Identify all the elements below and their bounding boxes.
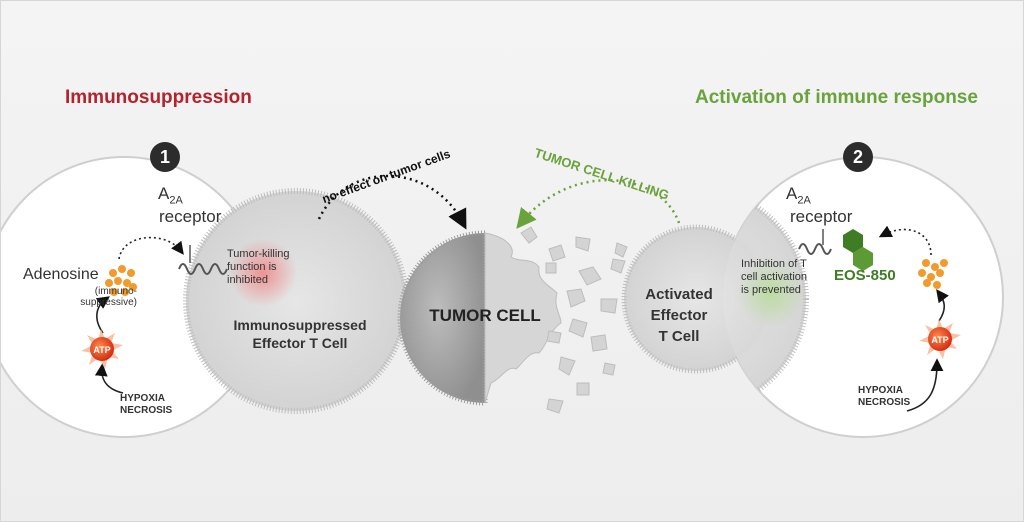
left-panel <box>1 142 409 438</box>
activated-label: Activated <box>645 286 713 303</box>
right-panel <box>621 142 1004 438</box>
tcell-label: T Cell <box>658 328 700 345</box>
eos-850-label: EOS-850 <box>834 267 896 284</box>
tumor-killing-arrow <box>516 179 681 229</box>
tcell-prevented-note: Inhibition of T cell activation is preve… <box>741 258 808 296</box>
necrosis-label-right: NECROSIS <box>858 397 911 408</box>
no-effect-label: no effect on tumor cells <box>320 147 452 207</box>
a2a-receptor-label-right: A2A <box>786 184 811 207</box>
step-1-number: 1 <box>160 147 170 167</box>
activation-title: Activation of immune response <box>695 87 978 108</box>
tumor-cell <box>397 230 562 406</box>
step-2-badge <box>843 142 873 172</box>
atp-label: ATP <box>93 345 110 355</box>
step-2-number: 2 <box>853 147 863 167</box>
adenosine-note: (immuno-suppressive) <box>80 286 137 308</box>
effector-label: Effector <box>650 307 708 324</box>
effector-tcell-label: Effector T Cell <box>252 335 348 351</box>
immunosuppression-title: Immunosuppression <box>65 87 252 108</box>
immunosuppressed-label: Immunosuppressed <box>233 317 367 333</box>
tcell-inhibited-note: Tumor-killing function is inhibited <box>227 248 290 286</box>
activation-glow <box>737 259 805 327</box>
atp-burst-icon <box>81 329 123 369</box>
receptor-word-right: receptor <box>790 207 853 226</box>
adenosine-molecules-icon <box>918 259 948 289</box>
a2a-receptor-label-left: A2A <box>158 184 183 207</box>
inhibition-glow <box>229 239 297 307</box>
atp-label: ATP <box>931 335 948 345</box>
adenosine-molecules-icon <box>105 265 137 296</box>
atp-burst-icon <box>919 319 961 359</box>
adenosine-label: Adenosine <box>23 266 99 283</box>
a2a-receptor-icon <box>798 243 832 255</box>
necrosis-label-left: NECROSIS <box>120 405 173 416</box>
hypoxia-label-left: HYPOXIA <box>120 393 166 404</box>
receptor-word-left: receptor <box>159 207 222 226</box>
hypoxia-label-right: HYPOXIA <box>858 385 904 396</box>
eos-850-molecule-icon <box>843 229 873 271</box>
a2a-receptor-icon <box>178 263 228 275</box>
step-1-badge <box>150 142 180 172</box>
tumor-cell-label: TUMOR CELL <box>429 306 541 325</box>
tumor-debris <box>520 226 628 414</box>
